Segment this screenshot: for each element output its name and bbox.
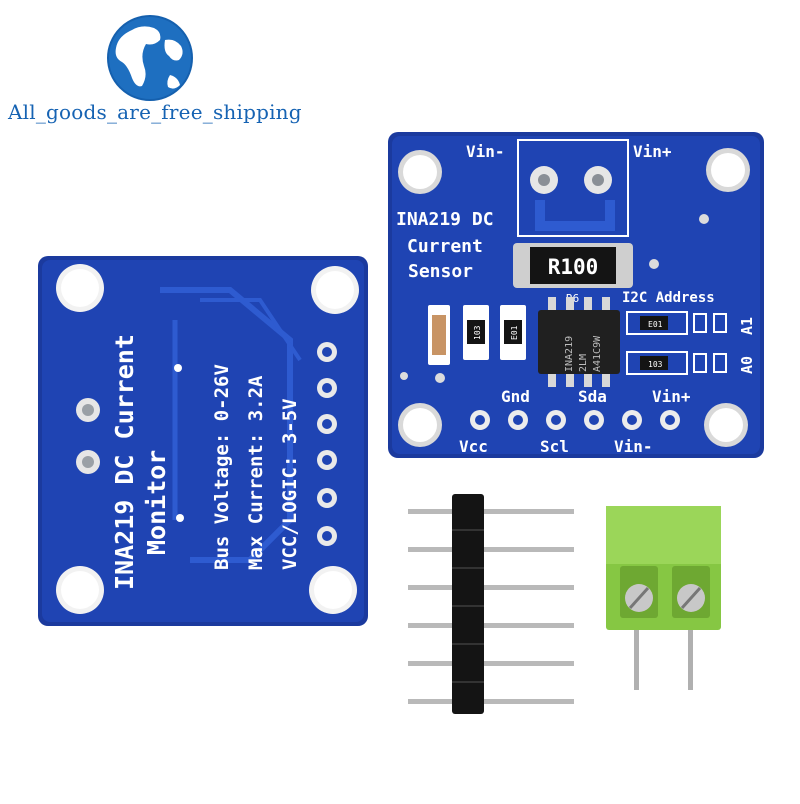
a0-label: A0 [738,356,756,374]
a1-label: A1 [738,317,756,335]
screw-terminal [606,506,721,690]
back-mount-hole [309,566,357,614]
back-spec-current: Max Current: 3.2A [245,375,267,570]
back-mount-hole [56,566,104,614]
chip-marking-3: 2LM [578,354,589,372]
address-jumper-a0: 103 [626,351,727,375]
back-title-line2: Monitor [142,450,171,555]
pin-vin-minus-label: Vin- [614,437,653,456]
globe-logo-icon [107,15,193,101]
back-mount-hole [311,266,359,314]
front-pin-row [470,410,680,430]
shunt-resistor: R100 [513,243,633,288]
address-jumper-a1: E01 [626,311,727,335]
smd-capacitor [428,305,450,365]
i2c-address-label: I2C Address [622,290,715,306]
pin-gnd-label: Gnd [501,387,530,406]
pin-sda-label: Sda [578,387,607,406]
front-title-line3: Sensor [408,261,473,282]
resistor-marking: R100 [548,255,599,279]
ina219-chip: INA219 2LM A41C9W [538,297,620,387]
pin-scl-label: Scl [540,437,569,456]
front-title-line2: Current [407,236,483,257]
smd3-marking: E01 [648,320,663,329]
smd1-marking: 103 [473,325,482,340]
watermark-text: All_goods_are_free_shipping [8,100,302,124]
chip-marking-1: INA219 [564,336,575,372]
front-title-line1: INA219 DC [396,209,494,230]
smd-resistor: 103 [463,305,489,360]
smd4-marking: 103 [648,360,663,369]
back-spec-voltage: Bus Voltage: 0-26V [211,364,233,570]
back-mount-hole [56,264,104,312]
back-pin-row [317,342,337,546]
smd2-marking: E01 [510,325,519,340]
chip-marking-2: A41C9W [592,335,603,372]
back-title-line1: INA219 DC Current [110,334,139,590]
pin-header [408,494,574,714]
pin-vcc-label: Vcc [459,437,488,456]
back-spec-logic: VCC/LOGIC: 3-5V [279,398,301,570]
front-board: Vin- Vin+ INA219 DC Current Sensor R100 … [388,132,764,458]
back-board: INA219 DC Current Monitor Bus Voltage: 0… [38,256,368,626]
pin-vin-plus-label: Vin+ [652,387,691,406]
smd-resistor: E01 [500,305,526,360]
vin-minus-top-label: Vin- [466,142,505,161]
vin-plus-top-label: Vin+ [633,142,672,161]
